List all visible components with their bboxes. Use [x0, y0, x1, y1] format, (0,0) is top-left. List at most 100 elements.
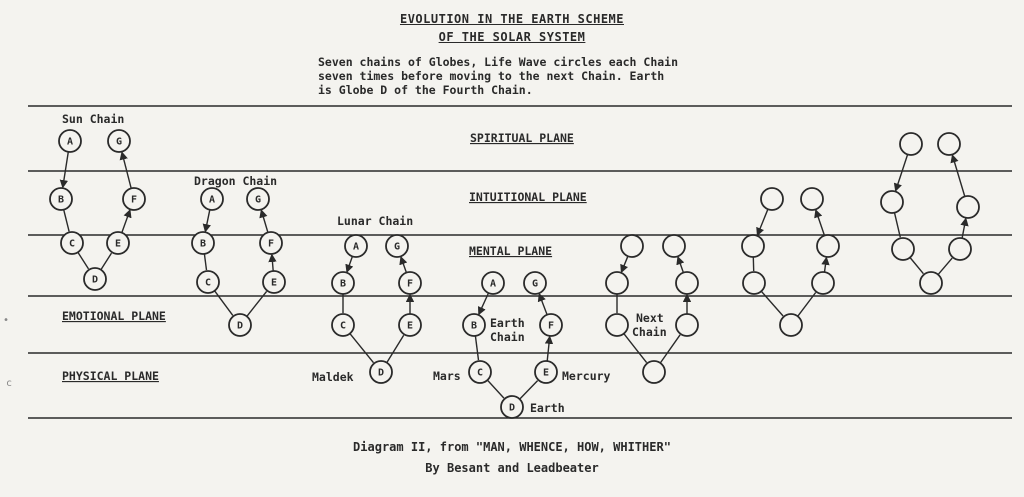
globe-letter: F: [548, 321, 554, 332]
globe-connector: [909, 257, 924, 275]
globe-connector: [477, 292, 490, 316]
globe-circle: [534, 360, 558, 384]
globe-letter: B: [340, 279, 346, 290]
globe-circle: [919, 271, 943, 295]
globe-circle: [779, 313, 803, 337]
globe-letter: F: [131, 195, 137, 206]
plane-label-spiritual: SPIRITUAL PLANE: [470, 131, 574, 145]
globe-circle: [642, 360, 666, 384]
globe-connector: [63, 209, 70, 232]
globe-circle: [760, 187, 784, 211]
globe-circle: [880, 190, 904, 214]
globe-circle: [331, 313, 355, 337]
plane-label-mental: MENTAL PLANE: [469, 244, 552, 258]
globe-connector: [893, 154, 909, 192]
globe-circle: [398, 271, 422, 295]
globe-circle: [816, 234, 840, 258]
globe-connector: [203, 253, 208, 271]
globe-connector: [950, 154, 966, 197]
globe-connector: [119, 151, 132, 189]
globe-connector: [349, 333, 375, 364]
globe-sixth-f: [816, 234, 840, 258]
globe-letter: A: [353, 242, 359, 253]
globe-circle: [811, 271, 835, 295]
globe-connector: [659, 334, 681, 364]
globe-sixth-d: [779, 313, 803, 337]
globe-earth-e: E: [534, 360, 558, 384]
globe-circle: [741, 234, 765, 258]
globe-circle: [742, 271, 766, 295]
footer-citation: Diagram II, from "MAN, WHENCE, HOW, WHIT…: [353, 440, 671, 454]
globe-next-f: [675, 271, 699, 295]
globe-letter: A: [67, 137, 73, 148]
globe-letter: C: [477, 368, 483, 379]
globe-circle: [191, 231, 215, 255]
planet-label-mercury: Mercury: [562, 369, 611, 383]
globe-letter: B: [200, 239, 206, 250]
globe-connector: [259, 209, 269, 233]
chain-label-next-line1: Next: [636, 311, 664, 325]
globe-next-a: [620, 234, 644, 258]
globe-circle: [259, 231, 283, 255]
globe-connector: [620, 255, 629, 274]
footer-authors: By Besant and Leadbeater: [425, 461, 599, 475]
globe-letter: G: [116, 137, 122, 148]
globe-lunar-e: E: [398, 313, 422, 337]
globe-connector: [486, 379, 505, 399]
planet-label-mars: Mars: [433, 369, 461, 383]
globe-letter: D: [92, 275, 98, 286]
globe-letter: D: [378, 368, 384, 379]
margin-mark: •: [3, 315, 10, 326]
globe-dragon-d: D: [228, 313, 252, 337]
globe-letter: E: [407, 321, 413, 332]
globe-next-g: [662, 234, 686, 258]
globe-circle: [106, 231, 130, 255]
globe-earth-a: A: [481, 271, 505, 295]
globe-connector: [893, 212, 901, 238]
globe-letter: E: [115, 239, 121, 250]
globe-dragon-b: B: [191, 231, 215, 255]
globe-letter: B: [471, 321, 477, 332]
globe-seventh-g: [937, 132, 961, 156]
globe-lunar-d: D: [369, 360, 393, 384]
globe-sun-c: C: [60, 231, 84, 255]
globe-circle: [675, 313, 699, 337]
globe-lunar-b: B: [331, 271, 355, 295]
chain-label-earth-line1: Earth: [490, 316, 525, 330]
globe-connector: [345, 256, 354, 274]
intro-line-2: seven times before moving to the next Ch…: [318, 69, 665, 83]
globe-sun-d: D: [83, 267, 107, 291]
globe-circle: [605, 313, 629, 337]
diagram-title-line1: EVOLUTION IN THE EARTH SCHEME: [399, 12, 624, 26]
globe-circle: [899, 132, 923, 156]
globe-connector: [821, 256, 830, 273]
globe-connector: [756, 208, 769, 237]
globe-circle: [262, 270, 286, 294]
plane-label-physical: PHYSICAL PLANE: [62, 369, 159, 383]
chain-label-dragon: Dragon Chain: [194, 174, 277, 188]
globe-dragon-f: F: [259, 231, 283, 255]
globe-next-b: [605, 271, 629, 295]
globe-sixth-e: [811, 271, 835, 295]
planet-label-earth: Earth: [530, 401, 565, 415]
globe-sun-f: F: [122, 187, 146, 211]
globe-connector: [268, 253, 277, 272]
globe-sixth-a: [760, 187, 784, 211]
globe-letter: A: [209, 195, 215, 206]
plane-label-intuitional: INTUITIONAL PLANE: [469, 190, 587, 204]
globe-connector: [399, 255, 408, 273]
globe-sixth-c: [742, 271, 766, 295]
globe-letter: D: [237, 321, 243, 332]
globe-letter: A: [490, 279, 496, 290]
globe-connector: [537, 292, 548, 315]
chain-label-lunar: Lunar Chain: [337, 214, 413, 228]
globe-letter: F: [268, 239, 274, 250]
globe-dragon-g: G: [246, 187, 270, 211]
globe-earth-b: B: [462, 313, 486, 337]
plane-label-emotional: EMOTIONAL PLANE: [62, 309, 166, 323]
globe-letter: F: [407, 279, 413, 290]
globe-letter: C: [340, 321, 346, 332]
globe-circle: [800, 187, 824, 211]
diagram-title-line2: OF THE SOLAR SYSTEM: [438, 30, 586, 44]
globe-connector: [121, 208, 132, 233]
